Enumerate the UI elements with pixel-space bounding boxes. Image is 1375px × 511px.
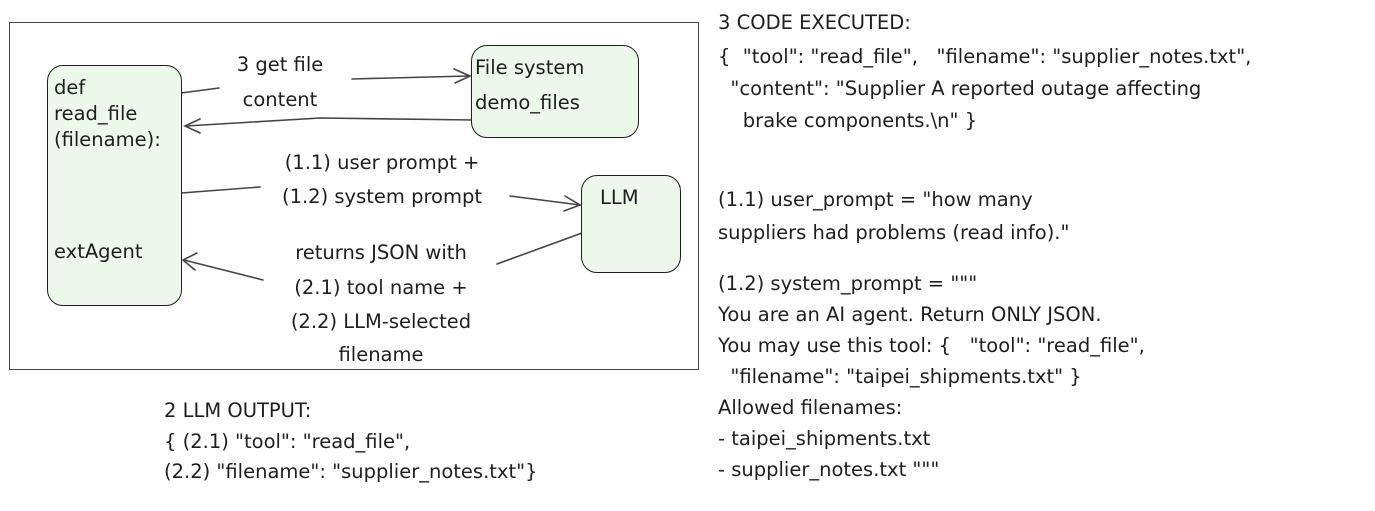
llm-label: LLM (600, 186, 639, 209)
code-executed-line: { "tool": "read_file", "filename": "supp… (718, 45, 1252, 68)
agent-node (47, 65, 182, 306)
arrow-llm-to-agent (496, 232, 583, 265)
filesystem-label-line1: File system (475, 56, 585, 79)
arrowhead-agent-bottom (181, 252, 198, 271)
system-prompt-line: "filename": "taipei_shipments.txt" } (718, 365, 1082, 388)
edge-label-returns-1: returns JSON with (295, 241, 467, 264)
agent-label-read-file: read_file (54, 102, 138, 125)
agent-label-def: def (54, 76, 86, 99)
edge-label-prompts-2: (1.2) system prompt (281, 185, 483, 208)
arrow-filesystem-to-agent (185, 117, 475, 127)
edge-label-get-file-1: 3 get file (236, 53, 324, 76)
edge-label-get-file-2: content (242, 88, 318, 111)
arrow-agent-to-filesystem-segment (351, 75, 469, 80)
edge-label-returns-2: (2.1) tool name + (294, 276, 468, 299)
arrowhead-llm (563, 195, 582, 212)
system-prompt-line: - taipei_shipments.txt (718, 427, 931, 450)
filesystem-node (471, 45, 639, 138)
arrowhead-filesystem (453, 68, 472, 84)
filesystem-label-line2: demo_files (475, 91, 580, 114)
system-prompt-line: You are an AI agent. Return ONLY JSON. (718, 303, 1102, 326)
system-prompt-line: You may use this tool: { "tool": "read_f… (718, 334, 1145, 357)
llm-output-title: 2 LLM OUTPUT: (164, 399, 312, 422)
arrowhead-agent-top (183, 118, 201, 134)
code-executed-title: 3 CODE EXECUTED: (718, 11, 911, 34)
arrow-agent-to-llm (180, 186, 261, 194)
llm-output-line: { (2.1) "tool": "read_file", (164, 430, 411, 453)
system-prompt-line: (1.2) system_prompt = """ (718, 272, 978, 295)
edge-label-returns-3: (2.2) LLM-selected (290, 310, 472, 333)
arrow-agent-to-llm-segment (509, 195, 581, 206)
llm-node (581, 175, 681, 273)
user-prompt-line: (1.1) user_prompt = "how many (718, 188, 1033, 211)
code-executed-line: brake components.\n" } (718, 109, 978, 132)
edge-label-returns-4: filename (338, 343, 424, 366)
system-frame (9, 22, 699, 370)
agent-label-extagent: extAgent (54, 240, 143, 263)
code-executed-line: "content": "Supplier A reported outage a… (718, 77, 1202, 100)
system-prompt-line: - supplier_notes.txt """ (718, 458, 940, 481)
llm-output-line: (2.2) "filename": "supplier_notes.txt"} (164, 460, 538, 483)
arrow-llm-to-agent-segment (183, 259, 264, 281)
system-prompt-line: Allowed filenames: (718, 396, 903, 419)
agent-label-filename: (filename): (54, 128, 161, 151)
user-prompt-line: suppliers had problems (read info)." (718, 221, 1070, 244)
edge-label-prompts-1: (1.1) user prompt + (284, 151, 480, 174)
arrow-agent-to-filesystem (180, 87, 220, 94)
